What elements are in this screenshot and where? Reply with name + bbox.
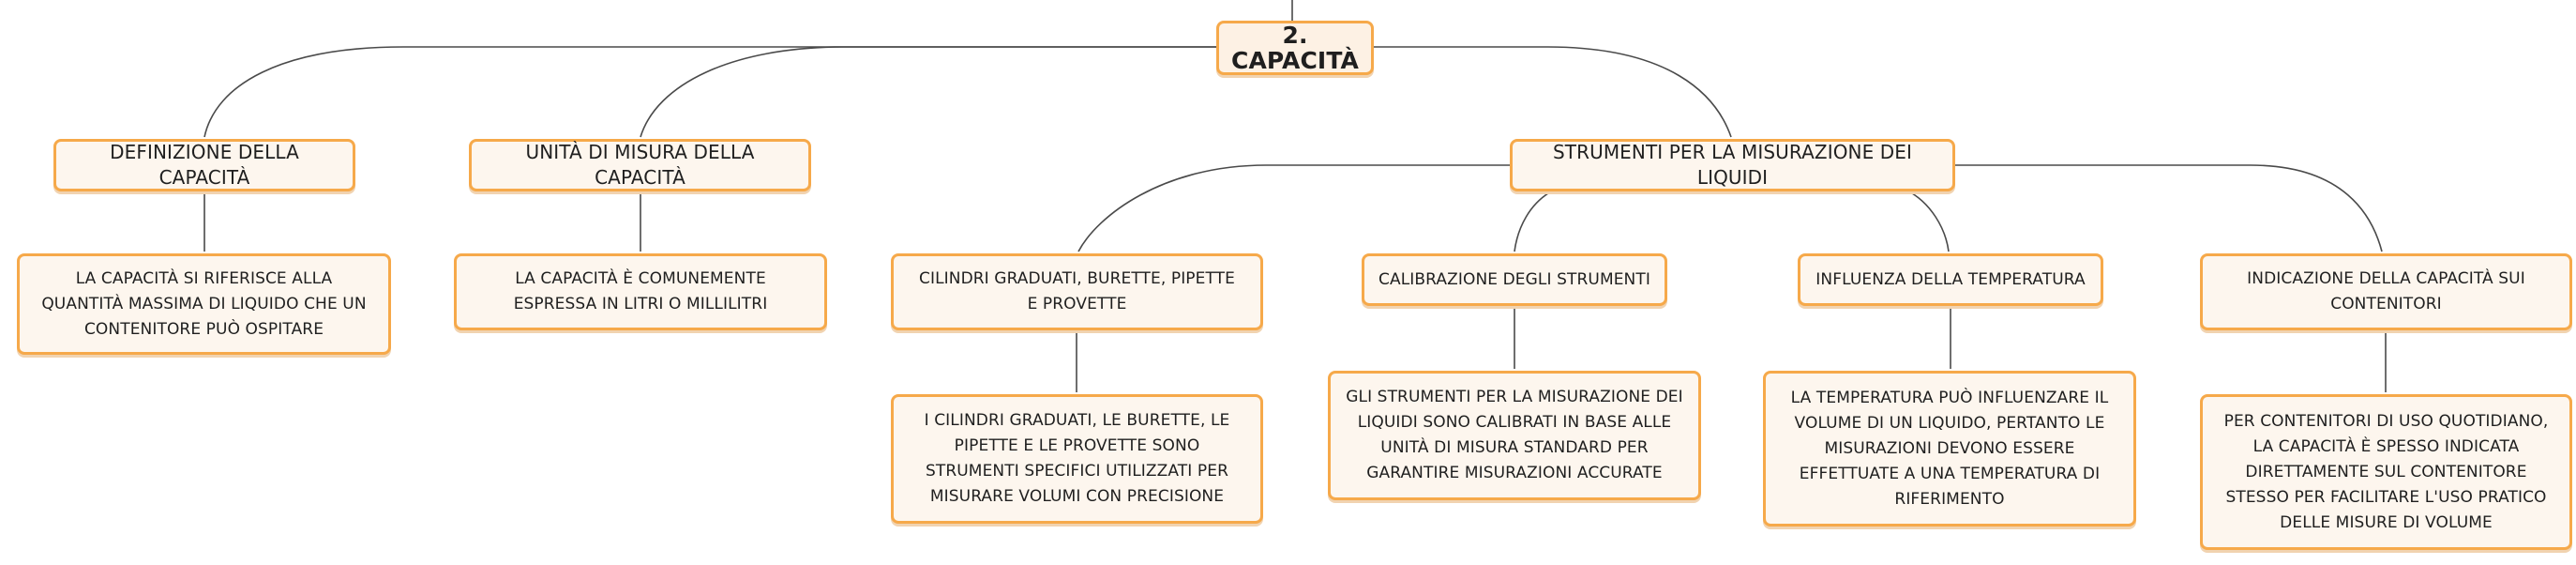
detail-text: PER CONTENITORI DI USO QUOTIDIANO, LA CA… [2223, 411, 2549, 532]
connector-root-unita [640, 46, 1216, 138]
connector-strumenti-calibrazione [1514, 188, 1558, 252]
connector-root-strumenti [1369, 46, 1732, 138]
subtopic-label: INDICAZIONE DELLA CAPACITÀ SUI CONTENITO… [2247, 269, 2525, 313]
subtopic-label: INFLUENZA DELLA TEMPERATURA [1815, 269, 2086, 289]
detail-calibrazione[interactable]: GLI STRUMENTI PER LA MISURAZIONE DEI LIQ… [1328, 371, 1701, 500]
detail-text: LA CAPACITÀ È COMUNEMENTE ESPRESSA IN LI… [513, 269, 768, 313]
detail-text: I CILINDRI GRADUATI, LE BURETTE, LE PIPE… [924, 411, 1230, 506]
detail-definizione[interactable]: LA CAPACITÀ SI RIFERISCE ALLA QUANTITÀ M… [17, 253, 391, 355]
connector-strumenti-indicazione [1955, 164, 2383, 252]
connector-strumenti-cilindri [1077, 164, 1510, 252]
detail-temperatura[interactable]: LA TEMPERATURA PUÒ INFLUENZARE IL VOLUME… [1763, 371, 2136, 527]
root-label: 2. CAPACITÀ [1231, 22, 1359, 74]
connector-root-definizione [203, 46, 1216, 138]
detail-unita[interactable]: LA CAPACITÀ È COMUNEMENTE ESPRESSA IN LI… [454, 253, 827, 330]
topic-strumenti[interactable]: STRUMENTI PER LA MISURAZIONE DEI LIQUIDI [1510, 139, 1955, 191]
subtopic-cilindri[interactable]: CILINDRI GRADUATI, BURETTE, PIPETTE E PR… [891, 253, 1263, 330]
subtopic-indicazione[interactable]: INDICAZIONE DELLA CAPACITÀ SUI CONTENITO… [2200, 253, 2572, 330]
subtopic-label: CILINDRI GRADUATI, BURETTE, PIPETTE E PR… [918, 269, 1236, 313]
topic-unita[interactable]: UNITÀ DI MISURA DELLA CAPACITÀ [469, 139, 811, 191]
detail-text: LA CAPACITÀ SI RIFERISCE ALLA QUANTITÀ M… [41, 268, 367, 339]
detail-indicazione[interactable]: PER CONTENITORI DI USO QUOTIDIANO, LA CA… [2200, 394, 2572, 550]
connector-strumenti-temperatura [1903, 188, 1950, 252]
subtopic-temperatura[interactable]: INFLUENZA DELLA TEMPERATURA [1798, 253, 2103, 306]
root-node[interactable]: 2. CAPACITÀ [1216, 21, 1374, 75]
topic-label: DEFINIZIONE DELLA CAPACITÀ [110, 141, 299, 189]
topic-label: UNITÀ DI MISURA DELLA CAPACITÀ [525, 141, 755, 189]
detail-cilindri[interactable]: I CILINDRI GRADUATI, LE BURETTE, LE PIPE… [891, 394, 1263, 524]
subtopic-calibrazione[interactable]: CALIBRAZIONE DEGLI STRUMENTI [1362, 253, 1667, 306]
detail-text: GLI STRUMENTI PER LA MISURAZIONE DEI LIQ… [1346, 388, 1683, 482]
subtopic-label: CALIBRAZIONE DEGLI STRUMENTI [1378, 269, 1650, 289]
detail-text: LA TEMPERATURA PUÒ INFLUENZARE IL VOLUME… [1790, 388, 2109, 509]
topic-label: STRUMENTI PER LA MISURAZIONE DEI LIQUIDI [1552, 141, 1913, 189]
topic-definizione[interactable]: DEFINIZIONE DELLA CAPACITÀ [53, 139, 355, 191]
